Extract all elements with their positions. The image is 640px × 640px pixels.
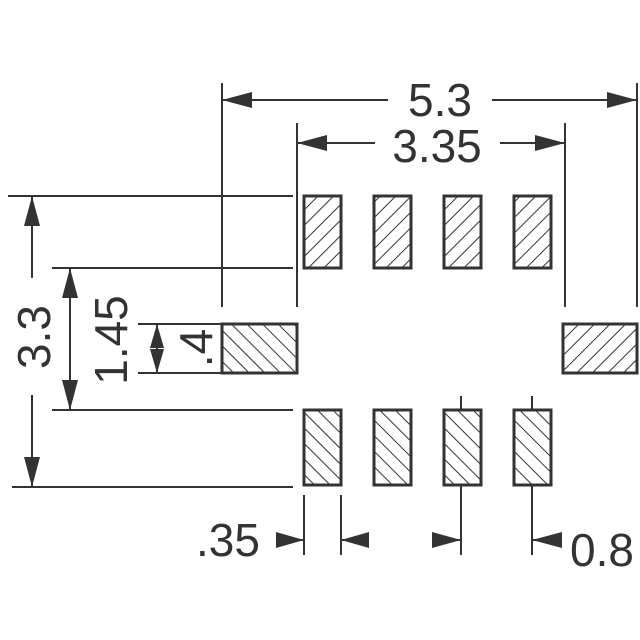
pad-row-top	[302, 194, 553, 270]
pad-bottom-1	[302, 408, 343, 487]
dimension-overall-width: 5.3	[222, 74, 637, 126]
pad-bottom-4	[512, 408, 553, 487]
label-pitch: 0.8	[570, 524, 634, 576]
pad-bottom-2	[372, 408, 413, 487]
dimension-overall-height: 3.3	[8, 196, 60, 487]
pad-top-3	[442, 194, 483, 270]
label-side-pad-height: .4	[170, 329, 222, 367]
extension-lines-horizontal	[8, 195, 293, 488]
pad-top-1	[302, 194, 343, 270]
label-pad-width: .35	[196, 514, 260, 566]
pad-top-2	[372, 194, 413, 270]
pad-top-4	[512, 194, 553, 270]
pad-bottom-3	[442, 408, 483, 487]
label-overall-height: 3.3	[8, 305, 60, 369]
dimension-inner-height: 1.45	[62, 268, 137, 410]
dimension-side-pad-height: .4	[150, 324, 222, 373]
dimension-pad-span: 3.35	[297, 120, 565, 172]
pad-side-left	[220, 322, 299, 375]
pad-side-right	[561, 322, 639, 375]
dimension-pitch: 0.8	[432, 524, 634, 576]
label-pad-span: 3.35	[392, 120, 482, 172]
label-overall-width: 5.3	[408, 74, 472, 126]
pad-side	[220, 322, 639, 375]
label-inner-height: 1.45	[85, 295, 137, 385]
pad-row-bottom	[302, 408, 553, 487]
dimension-pad-width: .35	[196, 514, 369, 566]
